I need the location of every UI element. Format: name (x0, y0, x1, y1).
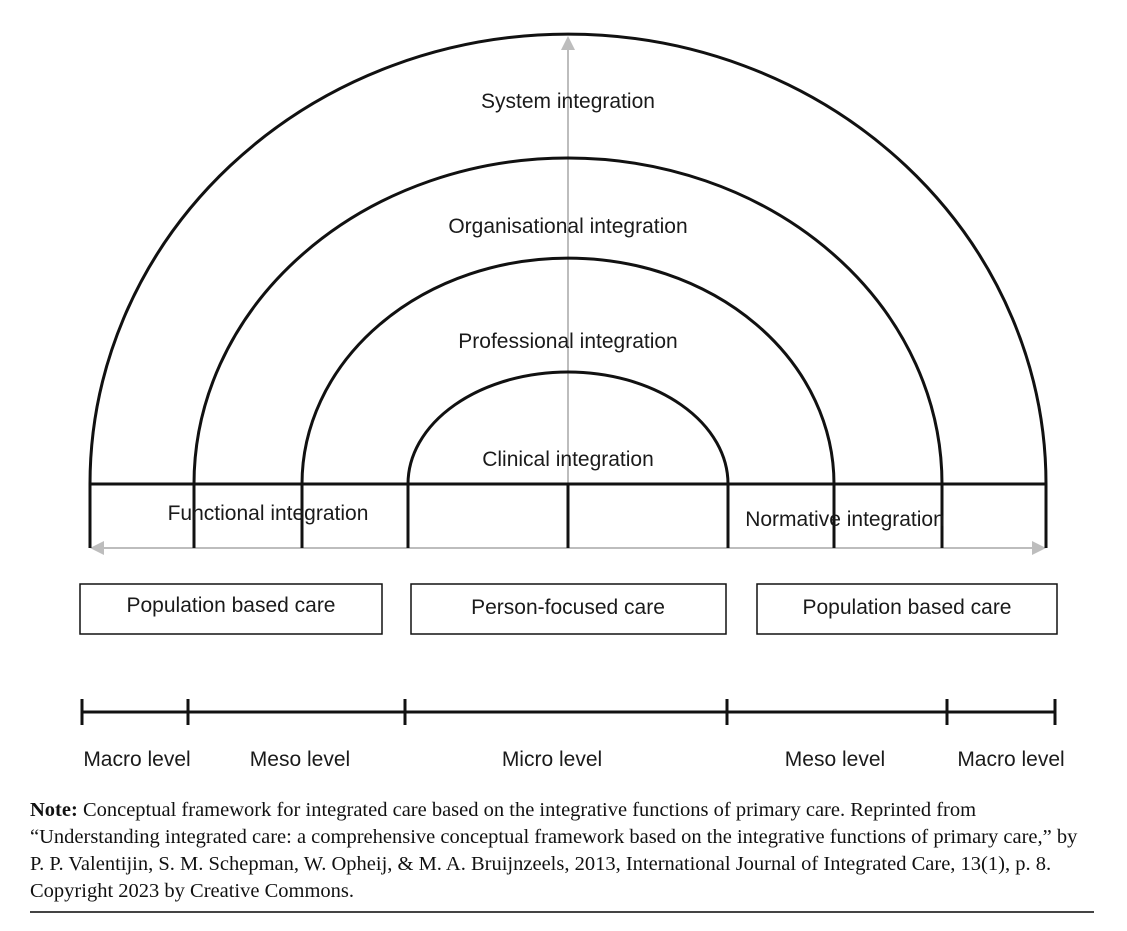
ring-professional (300, 256, 836, 548)
integrated-care-diagram: System integration Organisational integr… (79, 32, 1065, 771)
box-population-left (79, 583, 383, 635)
note-divider (30, 911, 1094, 913)
label-system-integration: System integration (481, 90, 655, 113)
box-label-person-focused: Person-focused care (471, 596, 665, 619)
horizontal-arrow-head-right (1032, 541, 1046, 555)
box-label-population-left: Population based care (127, 594, 336, 617)
label-clinical-integration: Clinical integration (482, 448, 654, 471)
level-label-micro: Micro level (502, 748, 602, 771)
level-label-macro-right: Macro level (957, 748, 1064, 771)
vertical-arrow-head (561, 36, 575, 50)
label-normative-integration: Normative integration (745, 508, 945, 531)
level-label-meso-left: Meso level (250, 748, 350, 771)
figure-note: Note: Conceptual framework for integrate… (30, 797, 1096, 905)
label-organisational-integration: Organisational integration (448, 215, 687, 238)
box-label-population-right: Population based care (803, 596, 1012, 619)
box-person-focused (410, 583, 727, 635)
ring-organisational (192, 156, 944, 548)
label-professional-integration: Professional integration (458, 330, 677, 353)
ring-clinical (406, 370, 730, 548)
box-population-right (756, 583, 1058, 635)
note-label: Note: (30, 799, 78, 821)
note-text: Conceptual framework for integrated care… (30, 799, 1078, 902)
level-label-macro-left: Macro level (83, 748, 190, 771)
level-label-meso-right: Meso level (785, 748, 885, 771)
ring-system (88, 32, 1048, 548)
label-functional-integration: Functional integration (168, 502, 369, 525)
horizontal-arrow-head-left (90, 541, 104, 555)
